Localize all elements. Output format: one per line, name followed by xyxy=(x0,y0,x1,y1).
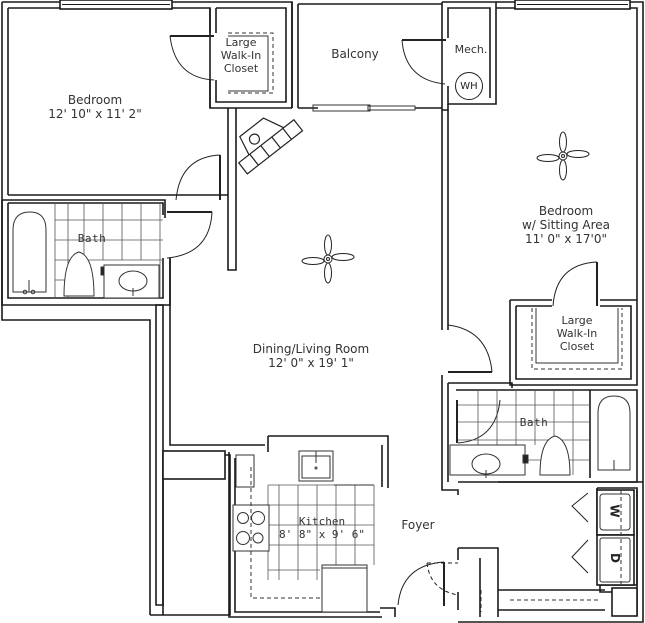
closet1-line2: Walk-In xyxy=(220,49,262,62)
ceiling-fan-icon xyxy=(301,234,355,284)
washer-label: W xyxy=(607,504,622,518)
bedroom2-label: Bedroom w/ Sitting Area 11' 0" x 17'0" xyxy=(522,204,610,246)
toilet-icon xyxy=(63,251,95,297)
bathtub-icon xyxy=(12,211,47,293)
living-label: Dining/Living Room 12' 0" x 19' 1" xyxy=(253,342,369,370)
closet2-line3: Closet xyxy=(559,340,595,353)
mech-name: Mech. xyxy=(454,43,488,56)
foyer-label: Foyer xyxy=(401,518,434,532)
bedroom2-name: Bedroom xyxy=(538,204,594,218)
bath2-fixtures xyxy=(449,390,631,478)
dryer-label: D xyxy=(607,553,622,563)
closet1-label: Large Walk-In Closet xyxy=(221,36,262,75)
kitchen-name: Kitchen xyxy=(298,515,346,528)
closet2-label: Large Walk-In Closet xyxy=(557,314,598,353)
kitchen-dims: 8' 8" x 9' 6" xyxy=(278,528,366,541)
bedroom1-label: Bedroom 12' 10" x 11' 2" xyxy=(48,93,141,121)
closet2-line1: Large xyxy=(561,314,593,327)
closet1-line3: Closet xyxy=(223,62,259,75)
living-dims: 12' 0" x 19' 1" xyxy=(268,356,354,370)
closet2-line2: Walk-In xyxy=(556,327,598,340)
living-name: Dining/Living Room xyxy=(252,342,370,356)
washer-icon: W xyxy=(608,504,622,517)
door-swings xyxy=(166,35,598,606)
bedroom1-dims: 12' 10" x 11' 2" xyxy=(48,107,142,121)
bath1-fixtures xyxy=(12,203,163,299)
bedroom2-subtitle: w/ Sitting Area xyxy=(521,218,611,232)
refrigerator-icon xyxy=(321,564,368,613)
closet2-shelf xyxy=(531,308,623,370)
water-heater-icon: WH xyxy=(455,72,483,100)
laundry xyxy=(480,490,631,612)
ceiling-fan-icon xyxy=(536,131,590,181)
bedroom1-name: Bedroom xyxy=(67,93,123,107)
kitchen-label: Kitchen 8' 8" x 9' 6" xyxy=(279,515,365,541)
bath1-label: Bath xyxy=(78,232,107,246)
kitchen-fixtures xyxy=(232,450,375,613)
bath2-name: Bath xyxy=(519,416,549,429)
bedroom2-dims: 11' 0" x 17'0" xyxy=(525,232,607,246)
bath1-name: Bath xyxy=(77,232,107,245)
closet1-line1: Large xyxy=(225,36,257,49)
foyer-name: Foyer xyxy=(401,518,435,532)
water-heater-label: WH xyxy=(460,80,478,92)
closet1-shelf xyxy=(228,32,274,94)
mech-label: Mech. xyxy=(455,43,488,56)
dryer-icon: D xyxy=(608,553,622,563)
bath2-label: Bath xyxy=(520,416,549,430)
balcony-name: Balcony xyxy=(331,47,379,61)
balcony-slider xyxy=(312,104,416,112)
fireplace-icon xyxy=(237,117,304,175)
balcony-label: Balcony xyxy=(331,47,379,61)
